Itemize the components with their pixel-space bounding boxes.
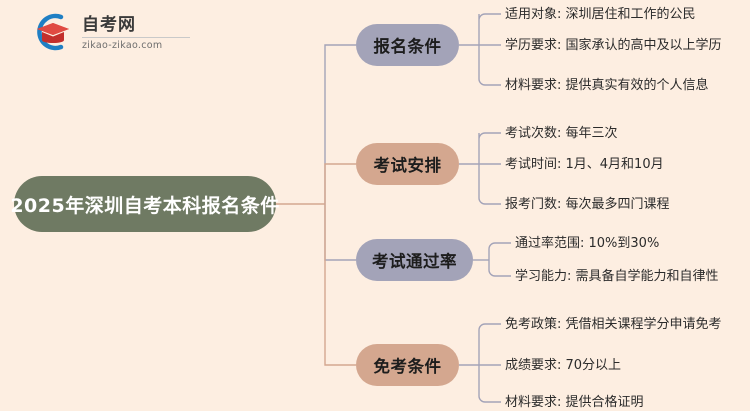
mindmap-leaf-item[interactable]: 材料要求: 提供合格证明 [505, 395, 644, 410]
logo-wordmark: 自考网 zikao-zikao.com [82, 14, 190, 51]
logo-divider [82, 36, 190, 38]
branch-4-leaf-3-wire [478, 395, 501, 403]
mindmap-leaf-item[interactable]: 材料要求: 提供真实有效的个人信息 [505, 78, 709, 93]
mindmap-root-label: 2025年深圳自考本科报名条件 [10, 194, 280, 217]
mindmap-leaf-item[interactable]: 考试时间: 1月、4月和10月 [505, 157, 664, 172]
branch-2-leaf-1-wire [478, 132, 501, 140]
branch-4-leaf-1-wire [478, 323, 501, 331]
mindmap-branch-label: 考试通过率 [372, 252, 457, 271]
mindmap-leaf-item[interactable]: 学历要求: 国家承认的高中及以上学历 [505, 38, 722, 53]
branch-1-leaf-1-wire [478, 13, 501, 21]
graduation-cap-icon [28, 10, 74, 54]
mindmap-branch-node-4[interactable]: 免考条件 [356, 344, 459, 386]
mindmap-branch-node-1[interactable]: 报名条件 [356, 24, 459, 66]
mindmap-branch-label: 考试安排 [373, 156, 442, 175]
branch-1-leaf-3-wire [478, 78, 501, 86]
mindmap-leaf-item[interactable]: 报考门数: 每次最多四门课程 [505, 197, 670, 212]
spine-to-branch-4 [324, 204, 356, 366]
spine-to-branch-3 [324, 204, 356, 261]
branch-3-leaf-1-wire [488, 242, 511, 250]
mindmap-leaf-item[interactable]: 考试次数: 每年三次 [505, 126, 618, 141]
mindmap-branch-node-3[interactable]: 考试通过率 [356, 239, 473, 281]
spine-to-branch-2 [324, 163, 356, 204]
mindmap-leaf-item[interactable]: 成绩要求: 70分以上 [505, 358, 622, 373]
mindmap-branch-label: 免考条件 [373, 357, 442, 376]
mindmap-branch-label: 报名条件 [373, 37, 442, 56]
mindmap-leaf-item[interactable]: 学习能力: 需具备自学能力和自律性 [515, 269, 719, 284]
mindmap-branch-node-2[interactable]: 考试安排 [356, 143, 459, 185]
mindmap-leaf-item[interactable]: 免考政策: 凭借相关课程学分申请免考 [505, 317, 722, 332]
mindmap-leaf-item[interactable]: 通过率范围: 10%到30% [515, 236, 660, 251]
mindmap-leaf-item[interactable]: 适用对象: 深圳居住和工作的公民 [505, 7, 696, 22]
logo-name-en: zikao-zikao.com [82, 39, 163, 51]
branch-2-leaf-3-wire [478, 197, 501, 205]
spine-to-branch-1 [324, 44, 356, 204]
mindmap-root-node[interactable]: 2025年深圳自考本科报名条件 [10, 176, 279, 232]
branch-3-leaf-2-wire [488, 269, 511, 277]
logo-name-cn: 自考网 [82, 14, 136, 35]
site-logo: 自考网 zikao-zikao.com [28, 8, 208, 56]
